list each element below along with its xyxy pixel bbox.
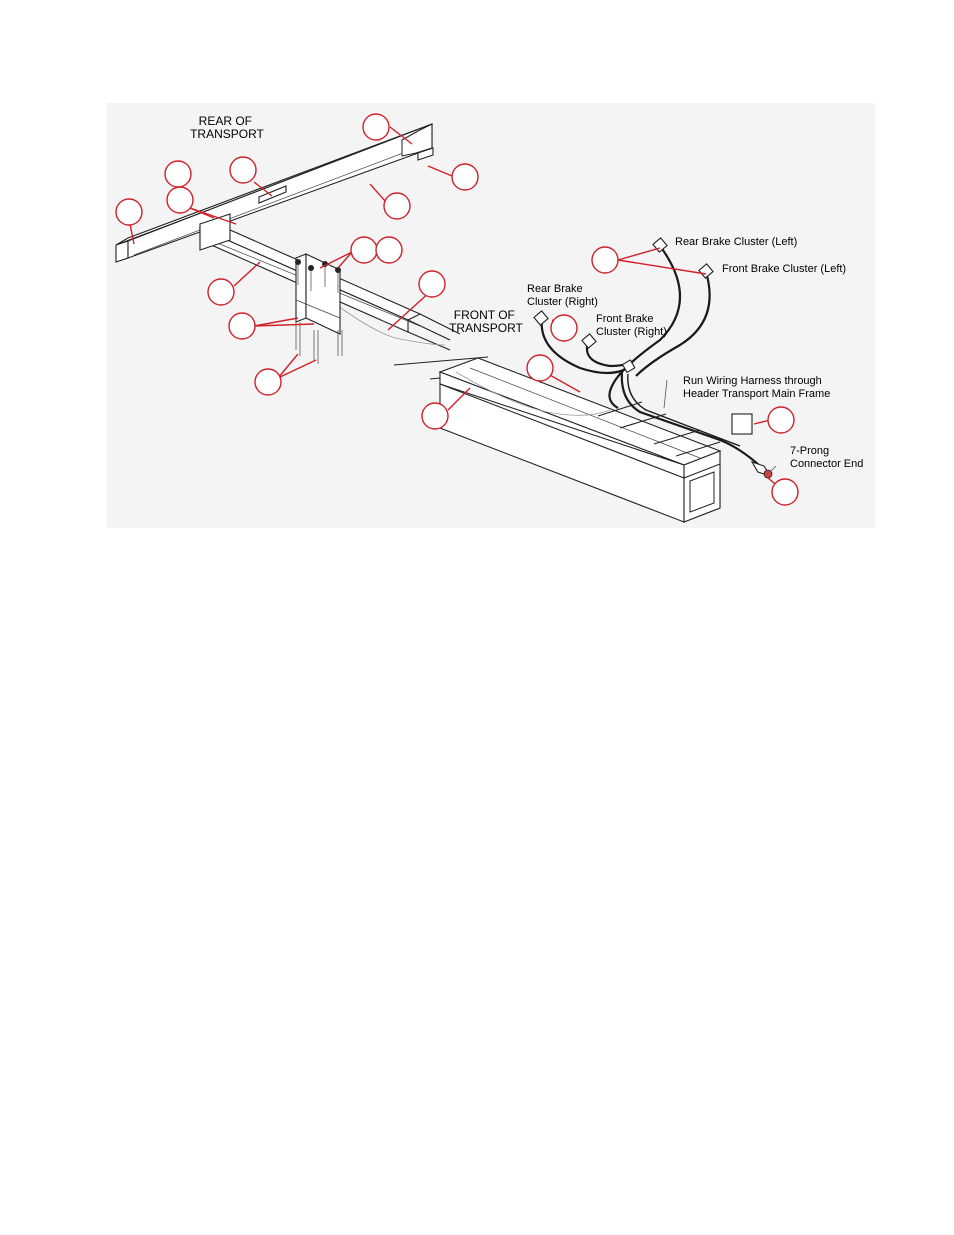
mount-plate bbox=[199, 213, 343, 364]
front-brake-cluster-left-label: Front Brake Cluster (Left) bbox=[722, 263, 846, 275]
callout-circles bbox=[115, 113, 799, 506]
wiring-harness bbox=[533, 237, 773, 479]
callout-circle bbox=[383, 192, 411, 220]
callout-circle bbox=[771, 478, 799, 506]
callout-circle bbox=[767, 406, 795, 434]
callout-circle bbox=[362, 113, 390, 141]
callout-circle bbox=[115, 198, 143, 226]
callout-circle bbox=[254, 368, 282, 396]
callout-circle bbox=[166, 186, 194, 214]
main-frame-tube bbox=[198, 221, 722, 523]
callout-circle bbox=[526, 354, 554, 382]
seven-prong-connector-label: 7-Prong Connector End bbox=[790, 445, 863, 470]
callout-circle bbox=[375, 236, 403, 264]
rear-brake-cluster-right-label: Rear Brake Cluster (Right) bbox=[527, 283, 598, 308]
callout-circle bbox=[451, 163, 479, 191]
callout-circle bbox=[550, 314, 578, 342]
front-of-transport-label: FRONT OF TRANSPORT bbox=[449, 308, 523, 335]
rear-brake-cluster-left-label: Rear Brake Cluster (Left) bbox=[675, 236, 797, 248]
callout-circle bbox=[229, 156, 257, 184]
callout-circle bbox=[228, 312, 256, 340]
run-wiring-harness-label: Run Wiring Harness through Header Transp… bbox=[683, 375, 830, 400]
callout-circle bbox=[591, 246, 619, 274]
rear-of-transport-label: REAR OF TRANSPORT bbox=[190, 114, 264, 141]
front-brake-cluster-right-label: Front Brake Cluster (Right) bbox=[596, 313, 667, 338]
callout-circle bbox=[350, 236, 378, 264]
callout-circle bbox=[164, 160, 192, 188]
callout-circle bbox=[421, 402, 449, 430]
callout-circle bbox=[207, 278, 235, 306]
callout-circle bbox=[418, 270, 446, 298]
